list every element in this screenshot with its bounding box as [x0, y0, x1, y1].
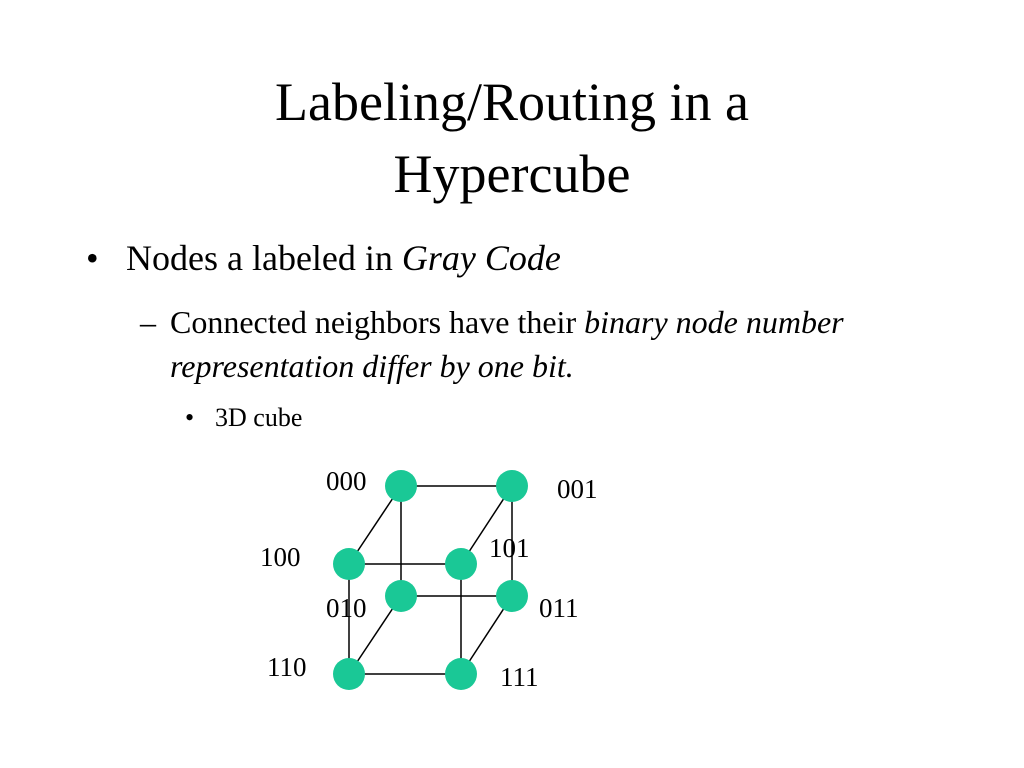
dash-marker: –: [140, 304, 156, 340]
node-010: [385, 580, 417, 612]
label-000: 000: [326, 466, 367, 496]
sub-bullet-neighbors: – Connected neighbors have their binary …: [140, 300, 900, 388]
node-labels: 000 001 100 101 010 011 110 111: [260, 466, 598, 692]
node-100: [333, 548, 365, 580]
node-011: [496, 580, 528, 612]
node-000: [385, 470, 417, 502]
bullet-marker: •: [86, 238, 99, 278]
node-110: [333, 658, 365, 690]
bullet-text: Nodes a labeled in Gray Code: [126, 236, 561, 280]
label-110: 110: [267, 652, 307, 682]
bullet-text-emphasis: Gray Code: [401, 238, 561, 278]
bullet-text-plain: Nodes a labeled in: [126, 238, 402, 278]
label-001: 001: [557, 474, 598, 504]
node-101: [445, 548, 477, 580]
label-100: 100: [260, 542, 301, 572]
cube-nodes: [333, 470, 528, 690]
label-111: 111: [500, 662, 539, 692]
node-001: [496, 470, 528, 502]
label-101: 101: [489, 533, 530, 563]
cube-edges: [348, 485, 513, 675]
slide-title: Labeling/Routing in a Hypercube: [112, 66, 912, 210]
label-010: 010: [326, 593, 367, 623]
sub-bullet-text-emphasis: binary node number representation differ…: [170, 304, 844, 384]
sub-bullet-text: Connected neighbors have their binary no…: [170, 300, 900, 388]
node-111: [445, 658, 477, 690]
title-line-1: Labeling/Routing in a: [275, 72, 749, 132]
label-011: 011: [539, 593, 579, 623]
title-line-2: Hypercube: [393, 144, 631, 204]
sub-sub-bullet-text: 3D cube: [215, 403, 303, 432]
bullet-marker-small: •: [185, 403, 195, 432]
sub-sub-bullet-3d-cube: • 3D cube: [185, 400, 302, 436]
sub-bullet-text-plain: Connected neighbors have their: [170, 304, 585, 340]
bullet-gray-code: • Nodes a labeled in Gray Code: [86, 236, 561, 280]
